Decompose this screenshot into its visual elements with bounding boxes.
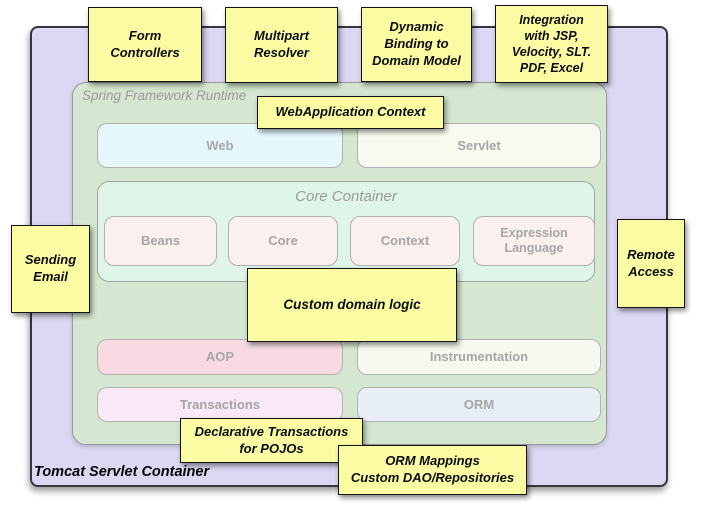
sticky-note-remote-access: Remote Access	[617, 219, 685, 308]
sticky-note-integration: Integration with JSP, Velocity, SLT. PDF…	[495, 5, 608, 83]
module-beans: Beans	[104, 216, 217, 266]
sticky-note-orm-mappings: ORM Mappings Custom DAO/Repositories	[338, 445, 527, 495]
tomcat-servlet-container-label: Tomcat Servlet Container	[34, 464, 210, 480]
module-aop: AOP	[97, 339, 343, 375]
module-web: Web	[97, 123, 343, 168]
sticky-note-declarative-transactions: Declarative Transactions for POJOs	[180, 418, 363, 463]
module-servlet: Servlet	[357, 123, 601, 168]
sticky-note-multipart-resolver: Multipart Resolver	[225, 7, 338, 83]
module-orm: ORM	[357, 387, 601, 422]
module-instrumentation: Instrumentation	[357, 339, 601, 375]
spring-framework-runtime-label: Spring Framework Runtime	[82, 88, 247, 103]
module-transactions: Transactions	[97, 387, 343, 422]
module-context: Context	[350, 216, 460, 266]
sticky-note-sending-email: Sending Email	[11, 225, 90, 313]
sticky-note-webapplication-context: WebApplication Context	[257, 96, 444, 129]
sticky-note-form-controllers: Form Controllers	[88, 7, 202, 82]
core-container-label: Core Container	[295, 188, 397, 205]
module-core: Core	[228, 216, 338, 266]
sticky-note-custom-domain-logic: Custom domain logic	[247, 268, 457, 342]
module-expression-language: Expression Language	[473, 216, 595, 266]
sticky-note-dynamic-binding: Dynamic Binding to Domain Model	[361, 7, 472, 82]
